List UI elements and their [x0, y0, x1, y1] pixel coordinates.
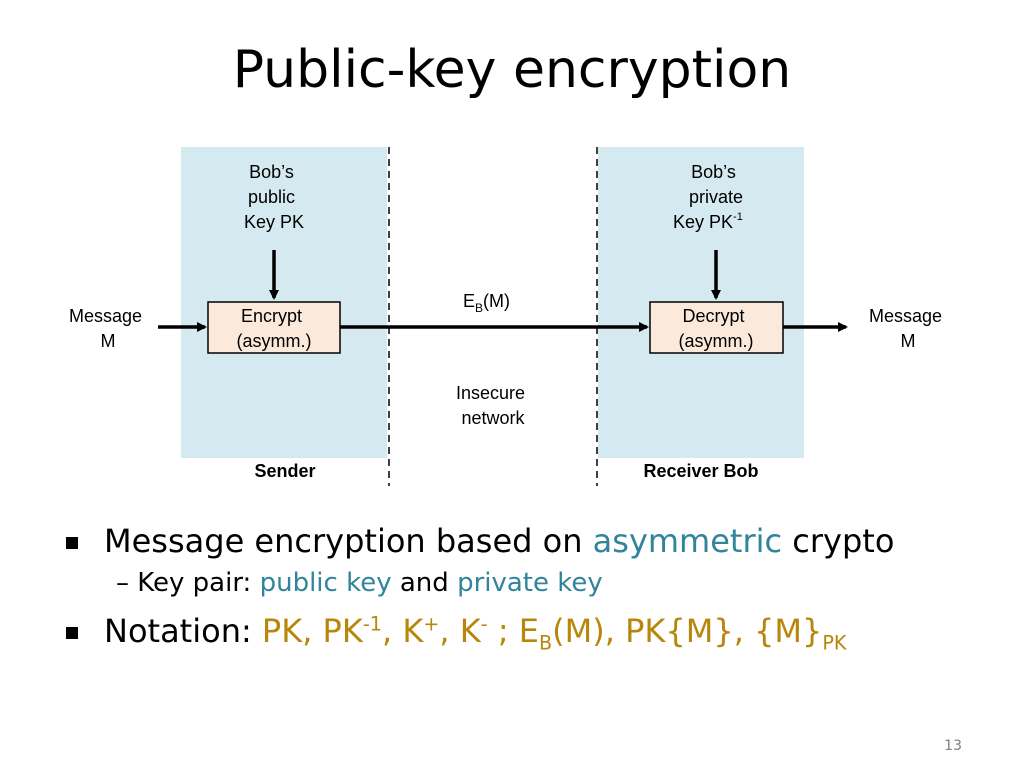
slide-title: Public-key encryption: [232, 40, 792, 100]
sender-label: Sender: [254, 461, 315, 481]
receiver-key-label: Bob’s private: [689, 162, 743, 207]
bullet-list: Message encryption based on asymmetric c…: [60, 522, 1000, 658]
subbullet-key-pair: – Key pair: public key and private key: [116, 568, 603, 598]
encrypt-box-label: Encrypt (asymm.): [237, 306, 312, 351]
dash-bullet: –: [116, 568, 129, 598]
bullet-encryption: Message encryption based on asymmetric c…: [60, 522, 1000, 560]
sender-key-label: Bob’s public Key PK: [244, 162, 304, 232]
message-out-label: Message M: [869, 306, 947, 351]
highlight-asymmetric: asymmetric: [592, 522, 783, 560]
decrypt-box-label: Decrypt (asymm.): [679, 306, 754, 351]
bullet-square-icon: [66, 627, 78, 639]
bullet-square-icon: [66, 537, 78, 549]
encrypt-box: [207, 301, 341, 354]
notation-text: PK, PK-1, K+, K- ; EB(M), PK{M}, {M}PK: [261, 612, 847, 655]
message-in-label: Message M: [69, 306, 147, 351]
highlight-public-key: public key: [259, 568, 392, 598]
receiver-key-last-line: Key PK-1: [673, 211, 743, 232]
insecure-network-label: Insecure network: [456, 383, 530, 428]
page-number: 13: [944, 738, 962, 754]
ciphertext-label: EB(M): [463, 291, 510, 315]
receiver-label: Receiver Bob: [643, 461, 758, 481]
decrypt-box: [649, 301, 784, 354]
bullet-notation: Notation: PK, PK-1, K+, K- ; EB(M), PK{M…: [60, 612, 1000, 655]
highlight-private-key: private key: [457, 568, 603, 598]
